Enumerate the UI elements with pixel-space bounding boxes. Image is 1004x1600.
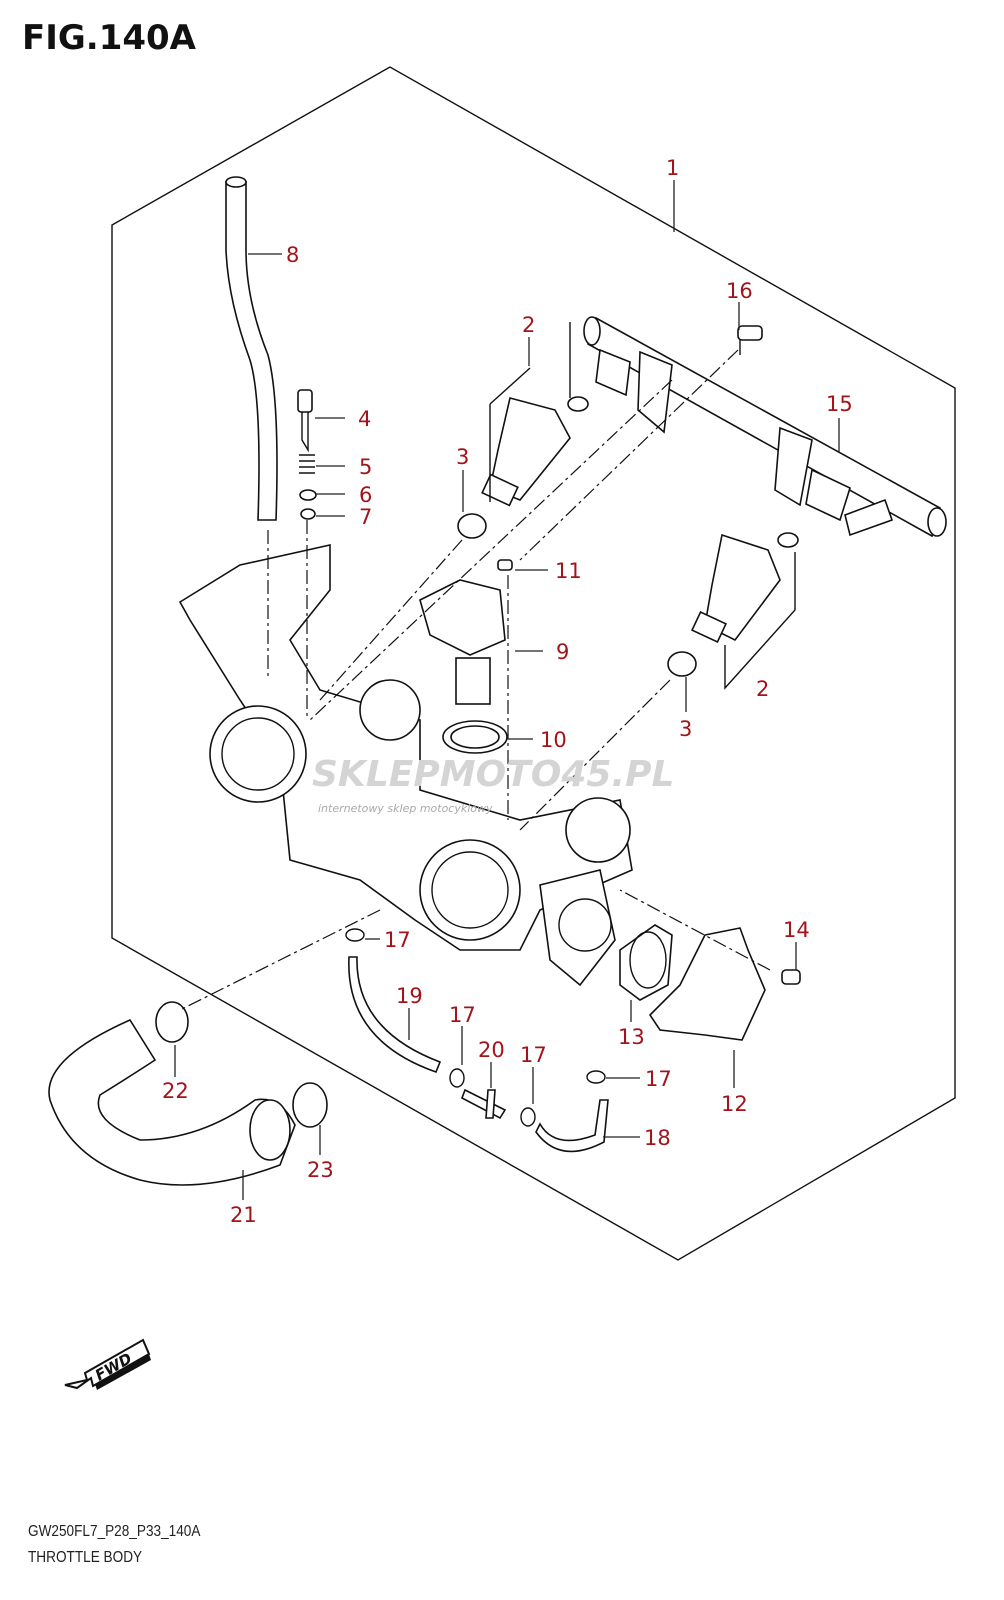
callout-17b: 17: [449, 1003, 476, 1027]
callout-19: 19: [396, 984, 423, 1008]
intake-hose-part-21: [48, 1001, 328, 1186]
callout-17: 17: [384, 928, 411, 952]
figure-title: FIG.140A: [22, 18, 196, 58]
callout-18: 18: [644, 1126, 671, 1150]
hose-part-8: [225, 181, 278, 521]
hoses-and-clamps: [345, 928, 609, 1153]
callout-13: 13: [618, 1025, 645, 1049]
cover-parts: [619, 924, 801, 1041]
assembly-frame: [111, 66, 956, 1261]
callout-6: 6: [359, 483, 372, 507]
callout-16: 16: [726, 279, 753, 303]
assembly-lines: [179, 349, 771, 1011]
figure-code: GW250FL7_P28_P33_140A: [28, 1523, 201, 1540]
callout-17d: 17: [645, 1067, 672, 1091]
watermark: SKLEPMOTO45.PL internetowy sklep motocyk…: [312, 754, 674, 815]
callout-5: 5: [359, 455, 372, 479]
callout-1: 1: [666, 156, 679, 180]
callout-2b: 2: [756, 677, 769, 701]
callout-14: 14: [783, 918, 810, 942]
callout-4: 4: [358, 407, 371, 431]
callout-22: 22: [162, 1079, 189, 1103]
figure-name: THROTTLE BODY: [28, 1549, 143, 1566]
callout-2: 2: [522, 313, 535, 337]
watermark-text: SKLEPMOTO45.PL: [312, 754, 674, 795]
sensor-part-9: [419, 559, 513, 754]
cushion-part-3: [457, 513, 487, 539]
adjust-screw-parts: [297, 389, 317, 520]
fuel-rail-part-1: [583, 316, 947, 538]
callout-20: 20: [478, 1038, 505, 1062]
callout-15: 15: [826, 392, 853, 416]
injector-part-2: [481, 322, 799, 690]
cushion-part-3: [667, 651, 697, 677]
watermark-subtext: internetowy sklep motocyklowy: [318, 802, 493, 815]
callout-8: 8: [286, 243, 299, 267]
fwd-arrow-icon: FWD: [64, 1338, 151, 1390]
callout-11: 11: [555, 559, 582, 583]
throttle-body: [178, 544, 633, 987]
callout-labels: 1 8 4 5 6 7 3 2 16 15 11 9 10 2 3 14 17 …: [162, 156, 853, 1227]
callout-12: 12: [721, 1092, 748, 1116]
callout-21: 21: [230, 1203, 257, 1227]
callout-7: 7: [359, 505, 372, 529]
callout-23: 23: [307, 1158, 334, 1182]
callout-17c: 17: [520, 1043, 547, 1067]
callout-3: 3: [456, 445, 469, 469]
callout-10: 10: [540, 728, 567, 752]
callout-9: 9: [556, 640, 569, 664]
callout-3b: 3: [679, 717, 692, 741]
leader-lines: [174, 180, 840, 1200]
